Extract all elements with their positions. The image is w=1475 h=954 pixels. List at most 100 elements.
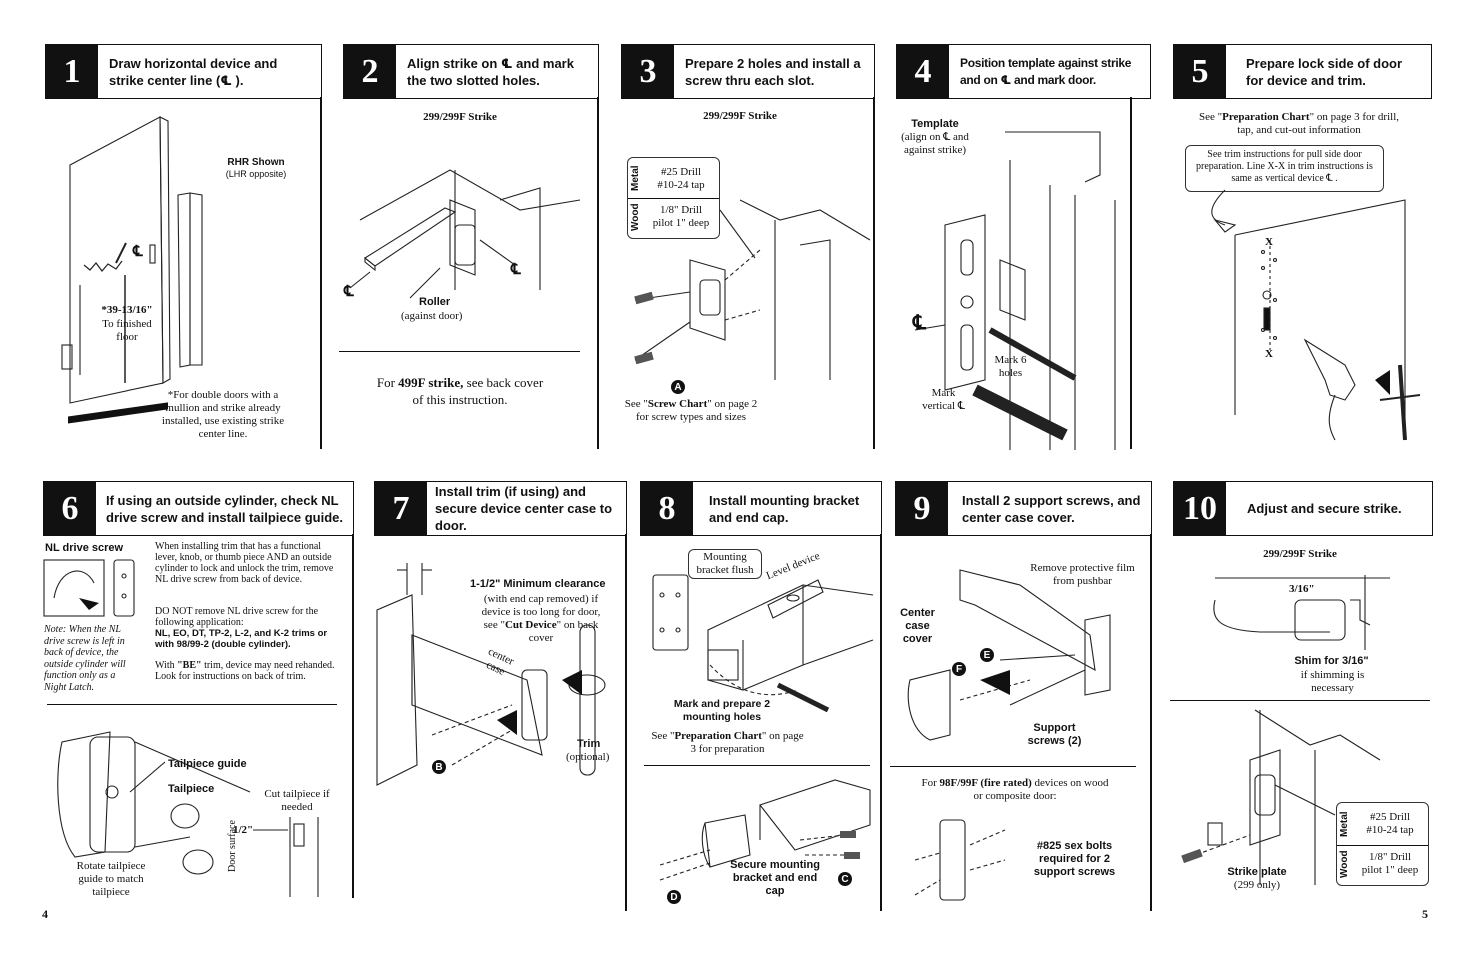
see-text-3: See "	[624, 398, 648, 410]
center-line-symbol-right: ℄	[511, 262, 521, 278]
step-4-title: Position template against strike and on …	[960, 55, 1132, 87]
center-case-illustration	[376, 563, 606, 786]
minimum-clearance-label: 1-1/2" Minimum clearance	[470, 578, 606, 590]
wood-spec-10: 1/8" Drill pilot 1" deep	[1361, 851, 1419, 876]
trim-instructions-box: See trim instructions for pull side door…	[1185, 145, 1384, 192]
callout-b: B	[432, 760, 446, 774]
tailpiece-guide-label: Tailpiece guide	[168, 758, 247, 770]
page-number-left: 4	[42, 907, 48, 921]
tailpiece-illustration	[57, 731, 319, 897]
fire-rated-rest: devices on wood or composite door:	[973, 777, 1109, 802]
do-not-remove-trims: NL, EO, DT, TP-2, L-2, and K-2 trims or …	[155, 628, 328, 650]
step-8-title: Install mounting bracket and end cap.	[709, 492, 860, 525]
template-label: Template	[911, 118, 959, 130]
clearance-note-text: (with end cap removed) if device is too …	[481, 593, 601, 631]
step-6-rule	[47, 704, 337, 705]
fire-for-text: For	[921, 777, 940, 789]
mounting-bracket-illustration	[652, 574, 874, 713]
screw-chart-note: See "Screw Chart" on page 2 for screw ty…	[621, 398, 761, 424]
step-9-header: 9 Install 2 support screws, and center c…	[895, 481, 1152, 536]
strike-illustration-3	[634, 199, 871, 380]
step-10-title: Adjust and secure strike.	[1247, 501, 1402, 516]
step-8-divider	[880, 534, 882, 911]
step-7-title: Install trim (if using) and secure devic…	[435, 484, 613, 533]
nl-drive-screw-label: NL drive screw	[45, 542, 124, 554]
preparation-chart-note-5: See "Preparation Chart" on page 3 for dr…	[1193, 111, 1405, 137]
step-5-title: Prepare lock side of door for device and…	[1246, 55, 1403, 88]
fire-rated-note: For 98F/99F (fire rated) devices on wood…	[920, 777, 1110, 803]
callout-d: D	[667, 890, 681, 904]
step-3-header: 3 Prepare 2 holes and install a screw th…	[621, 44, 875, 99]
step-3-title: Prepare 2 holes and install a screw thru…	[685, 55, 861, 88]
remove-film-label: Remove protective film from pushbar	[1030, 562, 1135, 587]
step-6-divider	[352, 534, 354, 898]
step-2-title: Align strike on ℄ and mark the two slott…	[407, 55, 574, 88]
mounting-bracket-flush-label: Mounting bracket flush	[696, 551, 754, 576]
rhr-shown-label: RHR Shown	[227, 157, 285, 168]
step-5-number: 5	[1174, 45, 1226, 98]
cut-tailpiece-label: Cut tailpiece if needed	[264, 788, 330, 813]
step-1-title: Draw horizontal device and strike center…	[109, 55, 278, 88]
double-doors-note: *For double doors with a mullion and str…	[161, 389, 285, 440]
step-5-header: 5 Prepare lock side of door for device a…	[1173, 44, 1432, 99]
step-7-divider	[625, 534, 627, 911]
cut-device-bold: Cut Device	[504, 619, 557, 631]
center-line-symbol-left: ℄	[344, 284, 354, 300]
see-text-8: See "	[651, 730, 675, 742]
step-2-number: 2	[344, 45, 396, 98]
dimension-39-13-16: *39-13/16"	[101, 304, 153, 316]
support-screws-label: Support screws (2)	[1027, 722, 1082, 747]
step-1-number: 1	[46, 45, 98, 98]
rotate-tailpiece-label: Rotate tailpiece guide to match tailpiec…	[76, 860, 146, 898]
lhr-opposite-label: (LHR opposite)	[225, 169, 287, 179]
step-7-header: 7 Install trim (if using) and secure dev…	[374, 481, 627, 536]
sex-bolts-illustration	[914, 819, 1006, 901]
roller-label: Roller	[419, 296, 451, 308]
be-trim-rest: trim, device may need rehanded. Look for…	[155, 660, 335, 682]
step-6-header: 6 If using an outside cylinder, check NL…	[43, 481, 354, 536]
strike-299-label-3: 299/299F Strike	[703, 110, 777, 122]
preparation-chart-bold-5: Preparation Chart	[1222, 111, 1310, 123]
mark-vertical-cl-label: Mark vertical ℄	[922, 387, 965, 412]
trim-optional-label: (optional)	[566, 751, 610, 763]
step-2-rule	[339, 351, 580, 352]
mark-6-holes-label: Mark 6 holes	[994, 354, 1027, 379]
half-inch-dimension: 1/2"	[233, 824, 254, 836]
strike-499f-bold: 499F strike,	[398, 375, 464, 390]
for-text: For	[376, 375, 399, 390]
step-6-title: If using an outside cylinder, check NL d…	[106, 492, 343, 525]
step-4-header: 4 Position template against strike and o…	[896, 44, 1151, 99]
screw-chart-bold: Screw Chart	[647, 398, 708, 410]
step-9-number: 9	[896, 482, 948, 535]
with-text: With	[155, 660, 178, 671]
step-9-title: Install 2 support screws, and center cas…	[962, 492, 1141, 525]
step-8-rule	[644, 765, 870, 766]
to-finished-floor-label: To finished floor	[102, 318, 152, 343]
trim-label: Trim	[577, 738, 601, 750]
strike-299-label: 299/299F Strike	[423, 111, 497, 123]
preparation-chart-note-8: See "Preparation Chart" on page 3 for pr…	[650, 730, 805, 756]
shim-label: Shim for 3/16"	[1294, 655, 1369, 667]
template-illustration-4	[914, 131, 1116, 450]
secure-bracket-label: Secure mounting bracket and end cap	[730, 859, 820, 897]
preparation-chart-rest-8: " on page 3 for preparation	[690, 730, 804, 755]
center-line-symbol: ℄	[133, 244, 143, 260]
metal-label-10: Metal	[1339, 805, 1352, 843]
shim-illustration	[1213, 575, 1390, 650]
see-text-5: See "	[1198, 111, 1223, 123]
step-1-header: 1 Draw horizontal device and strike cent…	[45, 44, 322, 99]
do-not-remove-paragraph: DO NOT remove NL drive screw for the fol…	[155, 606, 319, 628]
night-latch-note: Note: When the NL drive screw is left in…	[44, 624, 126, 693]
step-4-divider	[1130, 97, 1132, 449]
pushbar-illustration	[907, 569, 1111, 741]
drill-illustration-5	[1211, 189, 1421, 441]
spec-divider-3	[628, 198, 719, 199]
drill-spec-box-3: Metal #25 Drill #10-24 tap Wood 1/8" Dri…	[627, 157, 720, 239]
shim-dimension: 3/16"	[1289, 583, 1315, 595]
callout-a: A	[671, 380, 685, 394]
wood-label-10: Wood	[1339, 848, 1352, 881]
strike-299-label-10: 299/299F Strike	[1263, 548, 1337, 560]
step-2-header: 2 Align strike on ℄ and mark the two slo…	[343, 44, 599, 99]
trim-instructions-text: See trim instructions for pull side door…	[1196, 149, 1373, 184]
callout-c: C	[838, 872, 852, 886]
